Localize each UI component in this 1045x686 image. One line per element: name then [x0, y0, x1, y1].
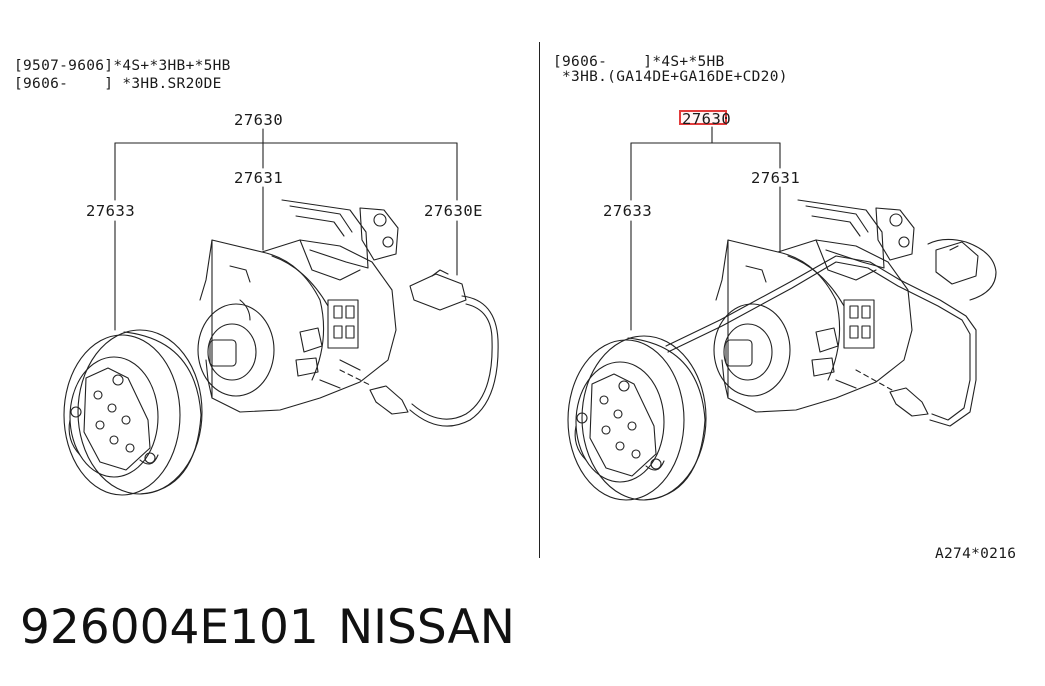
- left-label-harness: 27630E: [424, 202, 483, 220]
- right-label-compressor: 27631: [751, 169, 801, 187]
- left-label-compressor: 27631: [234, 169, 284, 187]
- right-harness: [665, 238, 997, 427]
- right-label-clutch: 27633: [603, 202, 653, 220]
- left-label-clutch: 27633: [86, 202, 136, 220]
- figure-code: A274*0216: [935, 546, 1017, 562]
- highlighted-part-box: [679, 110, 727, 125]
- right-clutch-pulley: [567, 335, 707, 501]
- left-applicability-line-2: [9606- ] *3HB.SR20DE: [14, 76, 222, 92]
- right-compressor-body: [713, 199, 915, 413]
- right-applicability-line-1: [9606- ]*4S+*5HB: [553, 54, 725, 70]
- right-label-assembly[interactable]: 27630: [682, 110, 732, 128]
- left-applicability-line-1: [9507-9606]*4S+*3HB+*5HB: [14, 58, 231, 74]
- left-leader-lines: [114, 128, 458, 331]
- left-label-assembly: 27630: [234, 111, 284, 129]
- left-harness: [339, 269, 499, 427]
- right-applicability-line-2: *3HB.(GA14DE+GA16DE+CD20): [553, 69, 788, 85]
- part-number-caption: 926004E101: [20, 600, 319, 655]
- left-clutch-pulley: [63, 329, 203, 496]
- left-compressor-body: [197, 199, 399, 413]
- panel-divider: [539, 42, 540, 558]
- brand-caption: NISSAN: [338, 600, 515, 655]
- right-leader-lines: [630, 126, 781, 331]
